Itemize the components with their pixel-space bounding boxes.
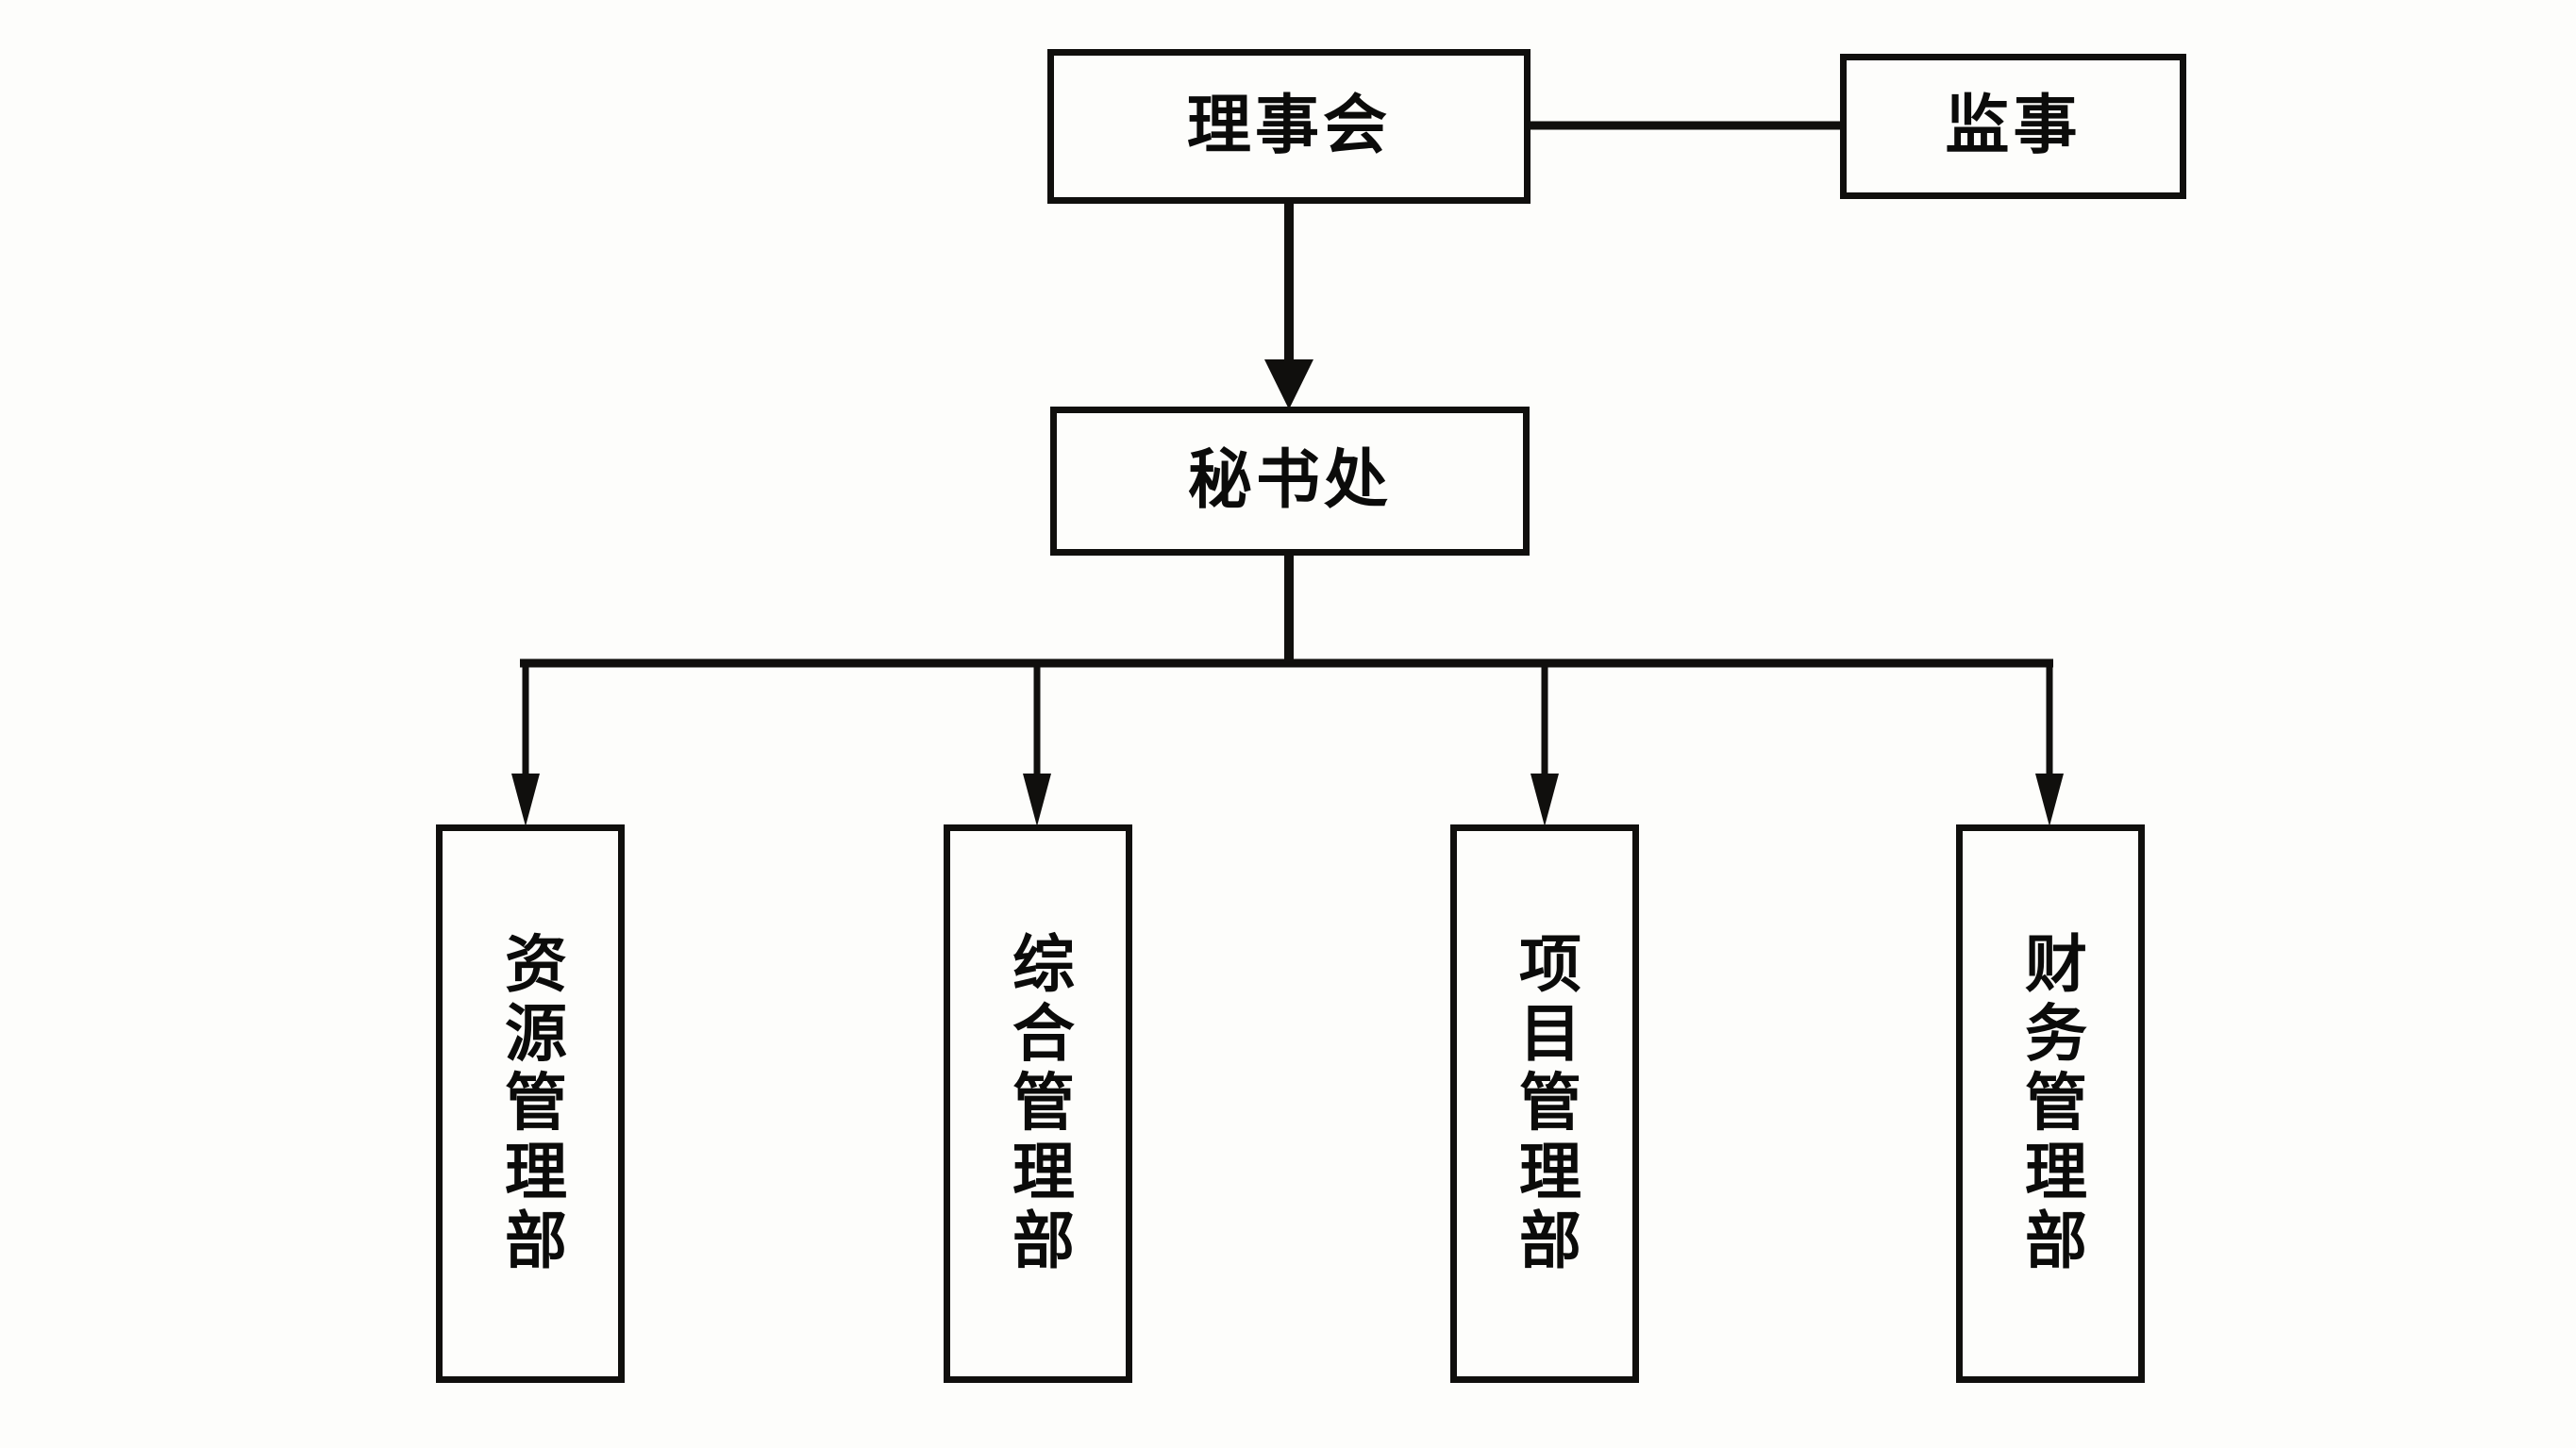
node-project-dept-label: 项目管理部 [1509,930,1581,1277]
node-secretariat[interactable]: 秘书处 [1050,407,1530,556]
node-finance-dept[interactable]: 财务管理部 [1956,824,2145,1383]
arrowhead-board-to-secretariat [1264,359,1313,409]
arrowhead-project-dept [1531,774,1559,826]
node-secretariat-label: 秘书处 [1187,443,1393,519]
node-supervisor[interactable]: 监事 [1840,54,2186,199]
node-project-dept[interactable]: 项目管理部 [1450,824,1639,1383]
node-supervisor-label: 监事 [1945,89,2082,164]
node-resource-dept[interactable]: 资源管理部 [436,824,625,1383]
node-board-label: 理事会 [1186,89,1392,164]
arrowhead-general-dept [1023,774,1051,826]
arrowhead-finance-dept [2035,774,2064,826]
node-general-dept[interactable]: 综合管理部 [944,824,1132,1383]
node-general-dept-label: 综合管理部 [1002,930,1075,1277]
node-board[interactable]: 理事会 [1047,49,1531,204]
node-resource-dept-label: 资源管理部 [494,930,567,1277]
arrowhead-resource-dept [511,774,540,826]
node-finance-dept-label: 财务管理部 [2015,930,2087,1277]
